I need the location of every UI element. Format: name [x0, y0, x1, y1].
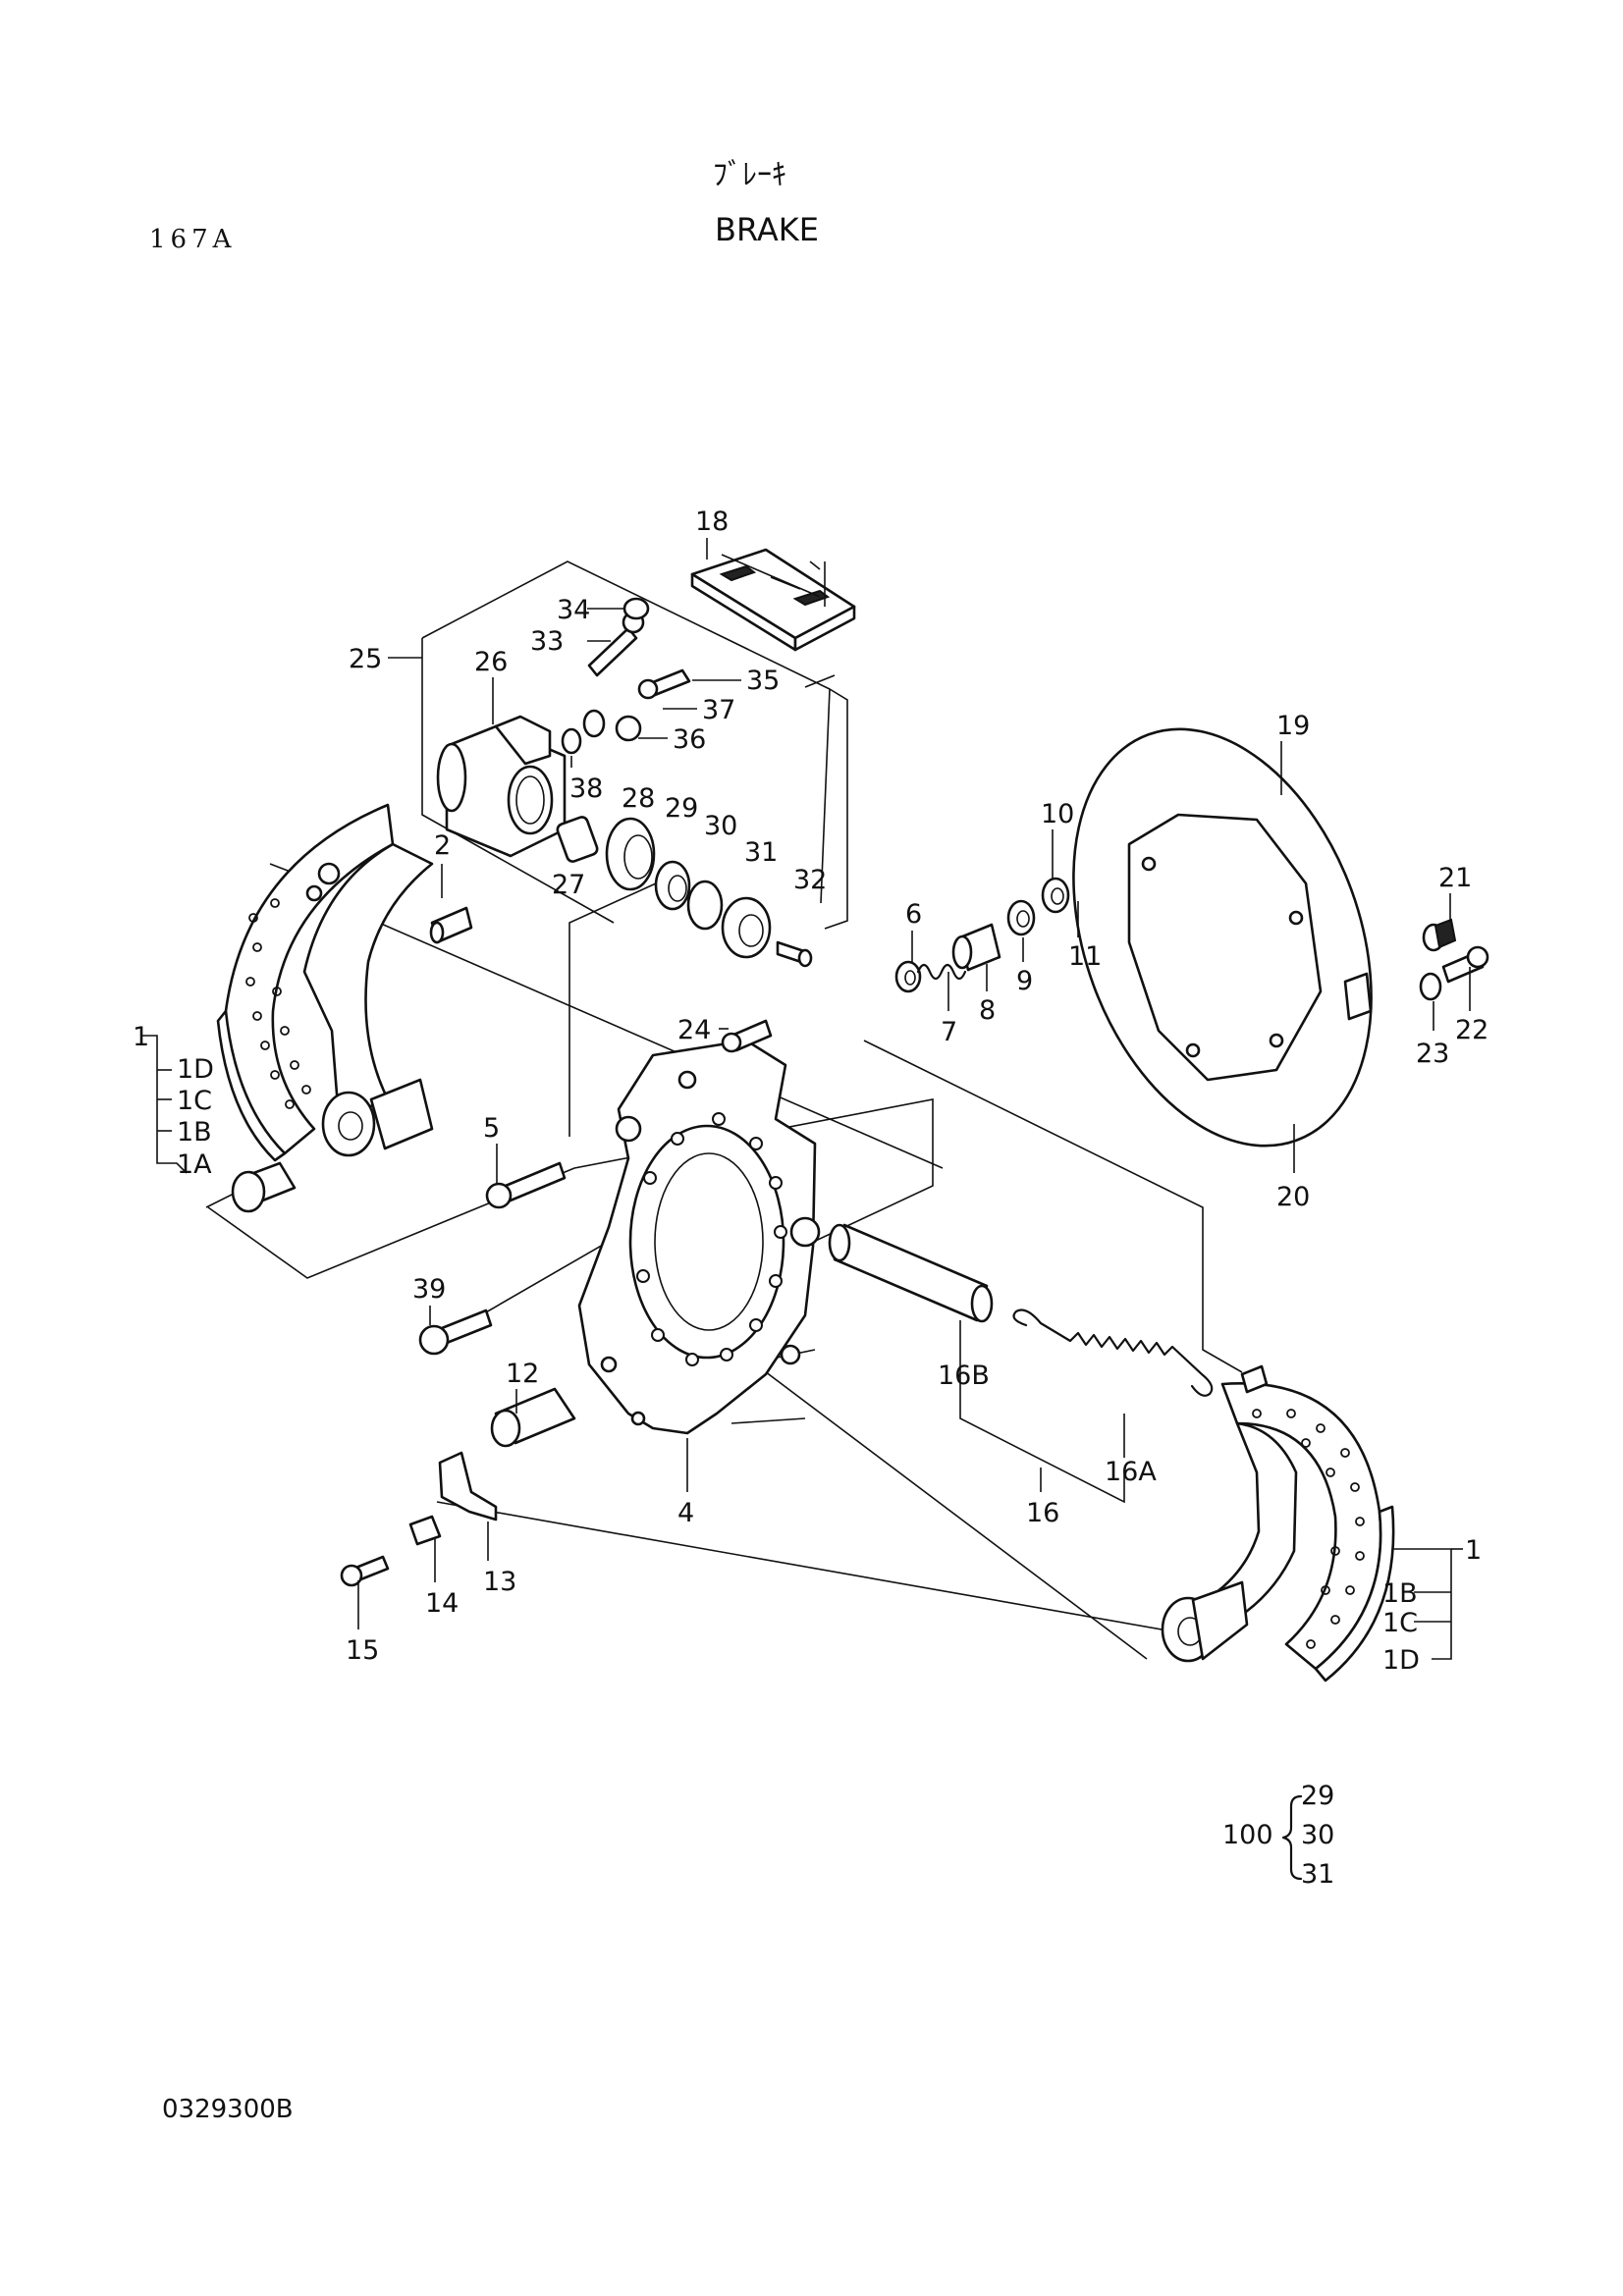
- part-1-right-brake-shoe: [1161, 1364, 1395, 1682]
- callout-11: 11: [1068, 941, 1102, 972]
- part-15-screw: [340, 1555, 390, 1587]
- callout-30: 30: [704, 811, 737, 841]
- callout-35: 35: [746, 666, 780, 696]
- part-12-cam: [490, 1387, 576, 1448]
- callout-1B-right: 1B: [1382, 1578, 1418, 1609]
- part-35-bolt: [637, 668, 691, 700]
- callout-1A-left: 1A: [177, 1149, 212, 1180]
- part-27-piston: [556, 816, 599, 863]
- part-34-cap: [622, 597, 650, 620]
- callout-9: 9: [1016, 966, 1033, 996]
- callout-15: 15: [346, 1635, 379, 1666]
- part-19-dust-shield: [1072, 727, 1373, 1148]
- callout-20: 20: [1276, 1182, 1310, 1212]
- part-21-plug: [1422, 918, 1457, 952]
- part-6-washer: [894, 960, 922, 993]
- part-26-wheel-cylinder: [436, 715, 567, 858]
- part-22-bolt: [1441, 945, 1489, 984]
- callout-leaders: [142, 538, 1471, 1660]
- part-9-nut: [1006, 899, 1036, 936]
- page-code: 167A: [149, 225, 236, 254]
- callout-1C-right: 1C: [1382, 1608, 1418, 1638]
- callout-38: 38: [569, 774, 603, 804]
- callout-1D-left: 1D: [177, 1054, 214, 1085]
- callout-13: 13: [483, 1567, 516, 1597]
- part-32-pin: [776, 940, 813, 968]
- part-36-nut: [615, 715, 642, 742]
- callout-1D-right: 1D: [1382, 1645, 1420, 1676]
- part-18-plate: [690, 548, 856, 652]
- part-7-spring: [916, 963, 967, 981]
- part-13-bracket: [438, 1451, 498, 1522]
- callout-37: 37: [702, 695, 735, 725]
- callout-36: 36: [673, 724, 706, 755]
- callout-32: 32: [793, 865, 827, 895]
- kit-member-2: 30: [1301, 1820, 1334, 1850]
- kit-label: 100: [1222, 1820, 1273, 1850]
- part-8-sleeve: [951, 923, 1001, 972]
- callout-33: 33: [530, 626, 564, 657]
- callout-1B-left: 1B: [177, 1117, 212, 1148]
- part-37-washer: [582, 709, 606, 738]
- kit-100-group: 100 29 30 31: [1222, 1781, 1334, 1890]
- callout-27: 27: [552, 870, 585, 900]
- part-39-bolt: [418, 1308, 493, 1356]
- title-japanese: ﾌﾞﾚｰｷ: [713, 158, 786, 192]
- callout-12: 12: [506, 1359, 539, 1389]
- part-2-pin: [429, 906, 473, 944]
- callout-18: 18: [695, 507, 729, 537]
- callout-24: 24: [677, 1015, 711, 1045]
- drawing-number: 0329300B: [162, 2095, 294, 2124]
- part-10-washer: [1041, 877, 1070, 914]
- callout-labels: 18 25 26 34 33 35 37 36 38 28 29 30 31 3…: [133, 507, 1488, 1676]
- callout-39: 39: [412, 1274, 446, 1305]
- kit-member-3: 31: [1301, 1859, 1334, 1890]
- part-5-bolt: [485, 1161, 567, 1209]
- callout-25: 25: [349, 644, 382, 674]
- part-1A-roller: [231, 1161, 297, 1213]
- callout-7: 7: [941, 1017, 957, 1047]
- callout-8: 8: [979, 995, 996, 1026]
- callout-21: 21: [1438, 863, 1472, 893]
- part-28-cup: [605, 817, 656, 891]
- kit-member-1: 29: [1301, 1781, 1334, 1811]
- part-14-clip: [408, 1515, 442, 1546]
- callout-6: 6: [905, 899, 922, 930]
- callout-26: 26: [474, 647, 508, 677]
- part-29-boot: [654, 860, 691, 911]
- part-33-bleeder: [587, 611, 645, 677]
- part-31-seal: [721, 896, 772, 959]
- callout-1-right: 1: [1465, 1535, 1482, 1566]
- callout-1C-left: 1C: [177, 1086, 212, 1116]
- callout-4: 4: [677, 1498, 694, 1528]
- callout-16B: 16B: [938, 1361, 990, 1391]
- part-38-washer: [561, 727, 582, 755]
- callout-16: 16: [1026, 1498, 1059, 1528]
- title-english: BRAKE: [715, 211, 819, 248]
- part-4-backing-plate: [577, 1039, 821, 1435]
- callout-29: 29: [665, 793, 698, 824]
- part-23-washer: [1419, 972, 1442, 1001]
- part-1-left-brake-shoe: [216, 803, 434, 1162]
- callout-10: 10: [1041, 799, 1074, 829]
- part-30-ring: [686, 880, 724, 931]
- callout-31: 31: [744, 837, 778, 868]
- callout-5: 5: [483, 1113, 500, 1144]
- callout-28: 28: [622, 783, 655, 814]
- callout-34: 34: [557, 595, 590, 625]
- callout-16A: 16A: [1105, 1457, 1157, 1487]
- callout-2: 2: [434, 830, 451, 861]
- callout-23: 23: [1416, 1039, 1449, 1069]
- callout-22: 22: [1455, 1015, 1488, 1045]
- callout-1-left: 1: [133, 1022, 149, 1052]
- callout-14: 14: [425, 1588, 459, 1619]
- callout-19: 19: [1276, 711, 1310, 741]
- part-16A-spring: [1012, 1308, 1214, 1397]
- part-24-bolt: [721, 1019, 773, 1053]
- part-16B-pin: [828, 1223, 994, 1323]
